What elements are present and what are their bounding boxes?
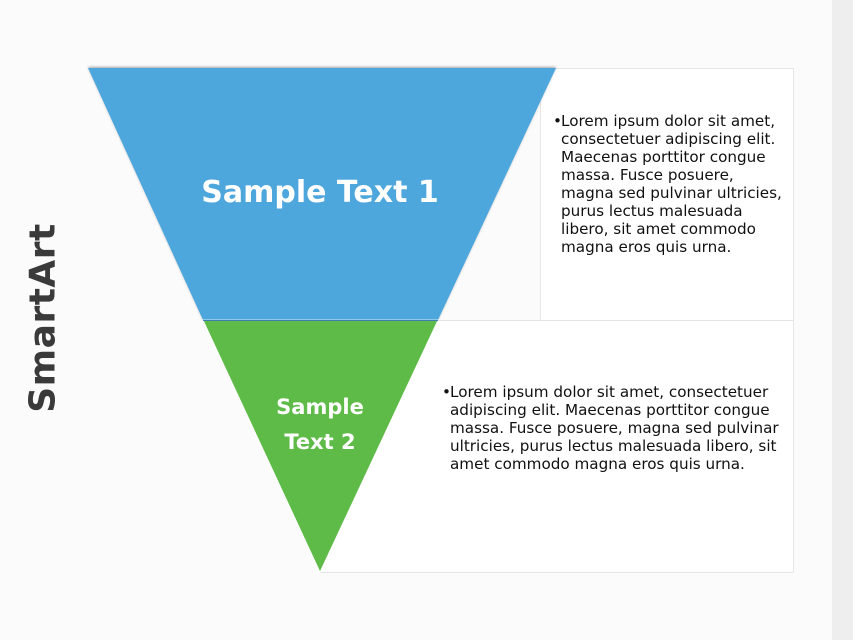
segment-2-label-line2: Text 2: [284, 430, 356, 454]
description-panel-1: [540, 68, 794, 321]
inverted-funnel-diagram: [88, 68, 556, 573]
description-text-2: • Lorem ipsum dolor sit amet, consectetu…: [442, 383, 780, 473]
segment-2-label-line1: Sample: [276, 395, 364, 419]
slide-canvas: SmartArt Sample Text 1 Sample Text 2 • L…: [22, 68, 794, 573]
segment-1-label: Sample Text 1: [201, 175, 439, 210]
description-text-1: • Lorem ipsum dolor sit amet, consectetu…: [553, 112, 786, 256]
right-side-strip: [832, 0, 853, 640]
bullet-icon: •: [553, 112, 562, 130]
funnel-segment-1[interactable]: [88, 68, 556, 320]
description-1-body: Lorem ipsum dolor sit amet, consectetuer…: [561, 112, 782, 256]
segment-2-label: Sample Text 2: [240, 390, 400, 460]
bullet-icon: •: [442, 383, 451, 401]
description-2-body: Lorem ipsum dolor sit amet, consectetuer…: [450, 383, 779, 473]
